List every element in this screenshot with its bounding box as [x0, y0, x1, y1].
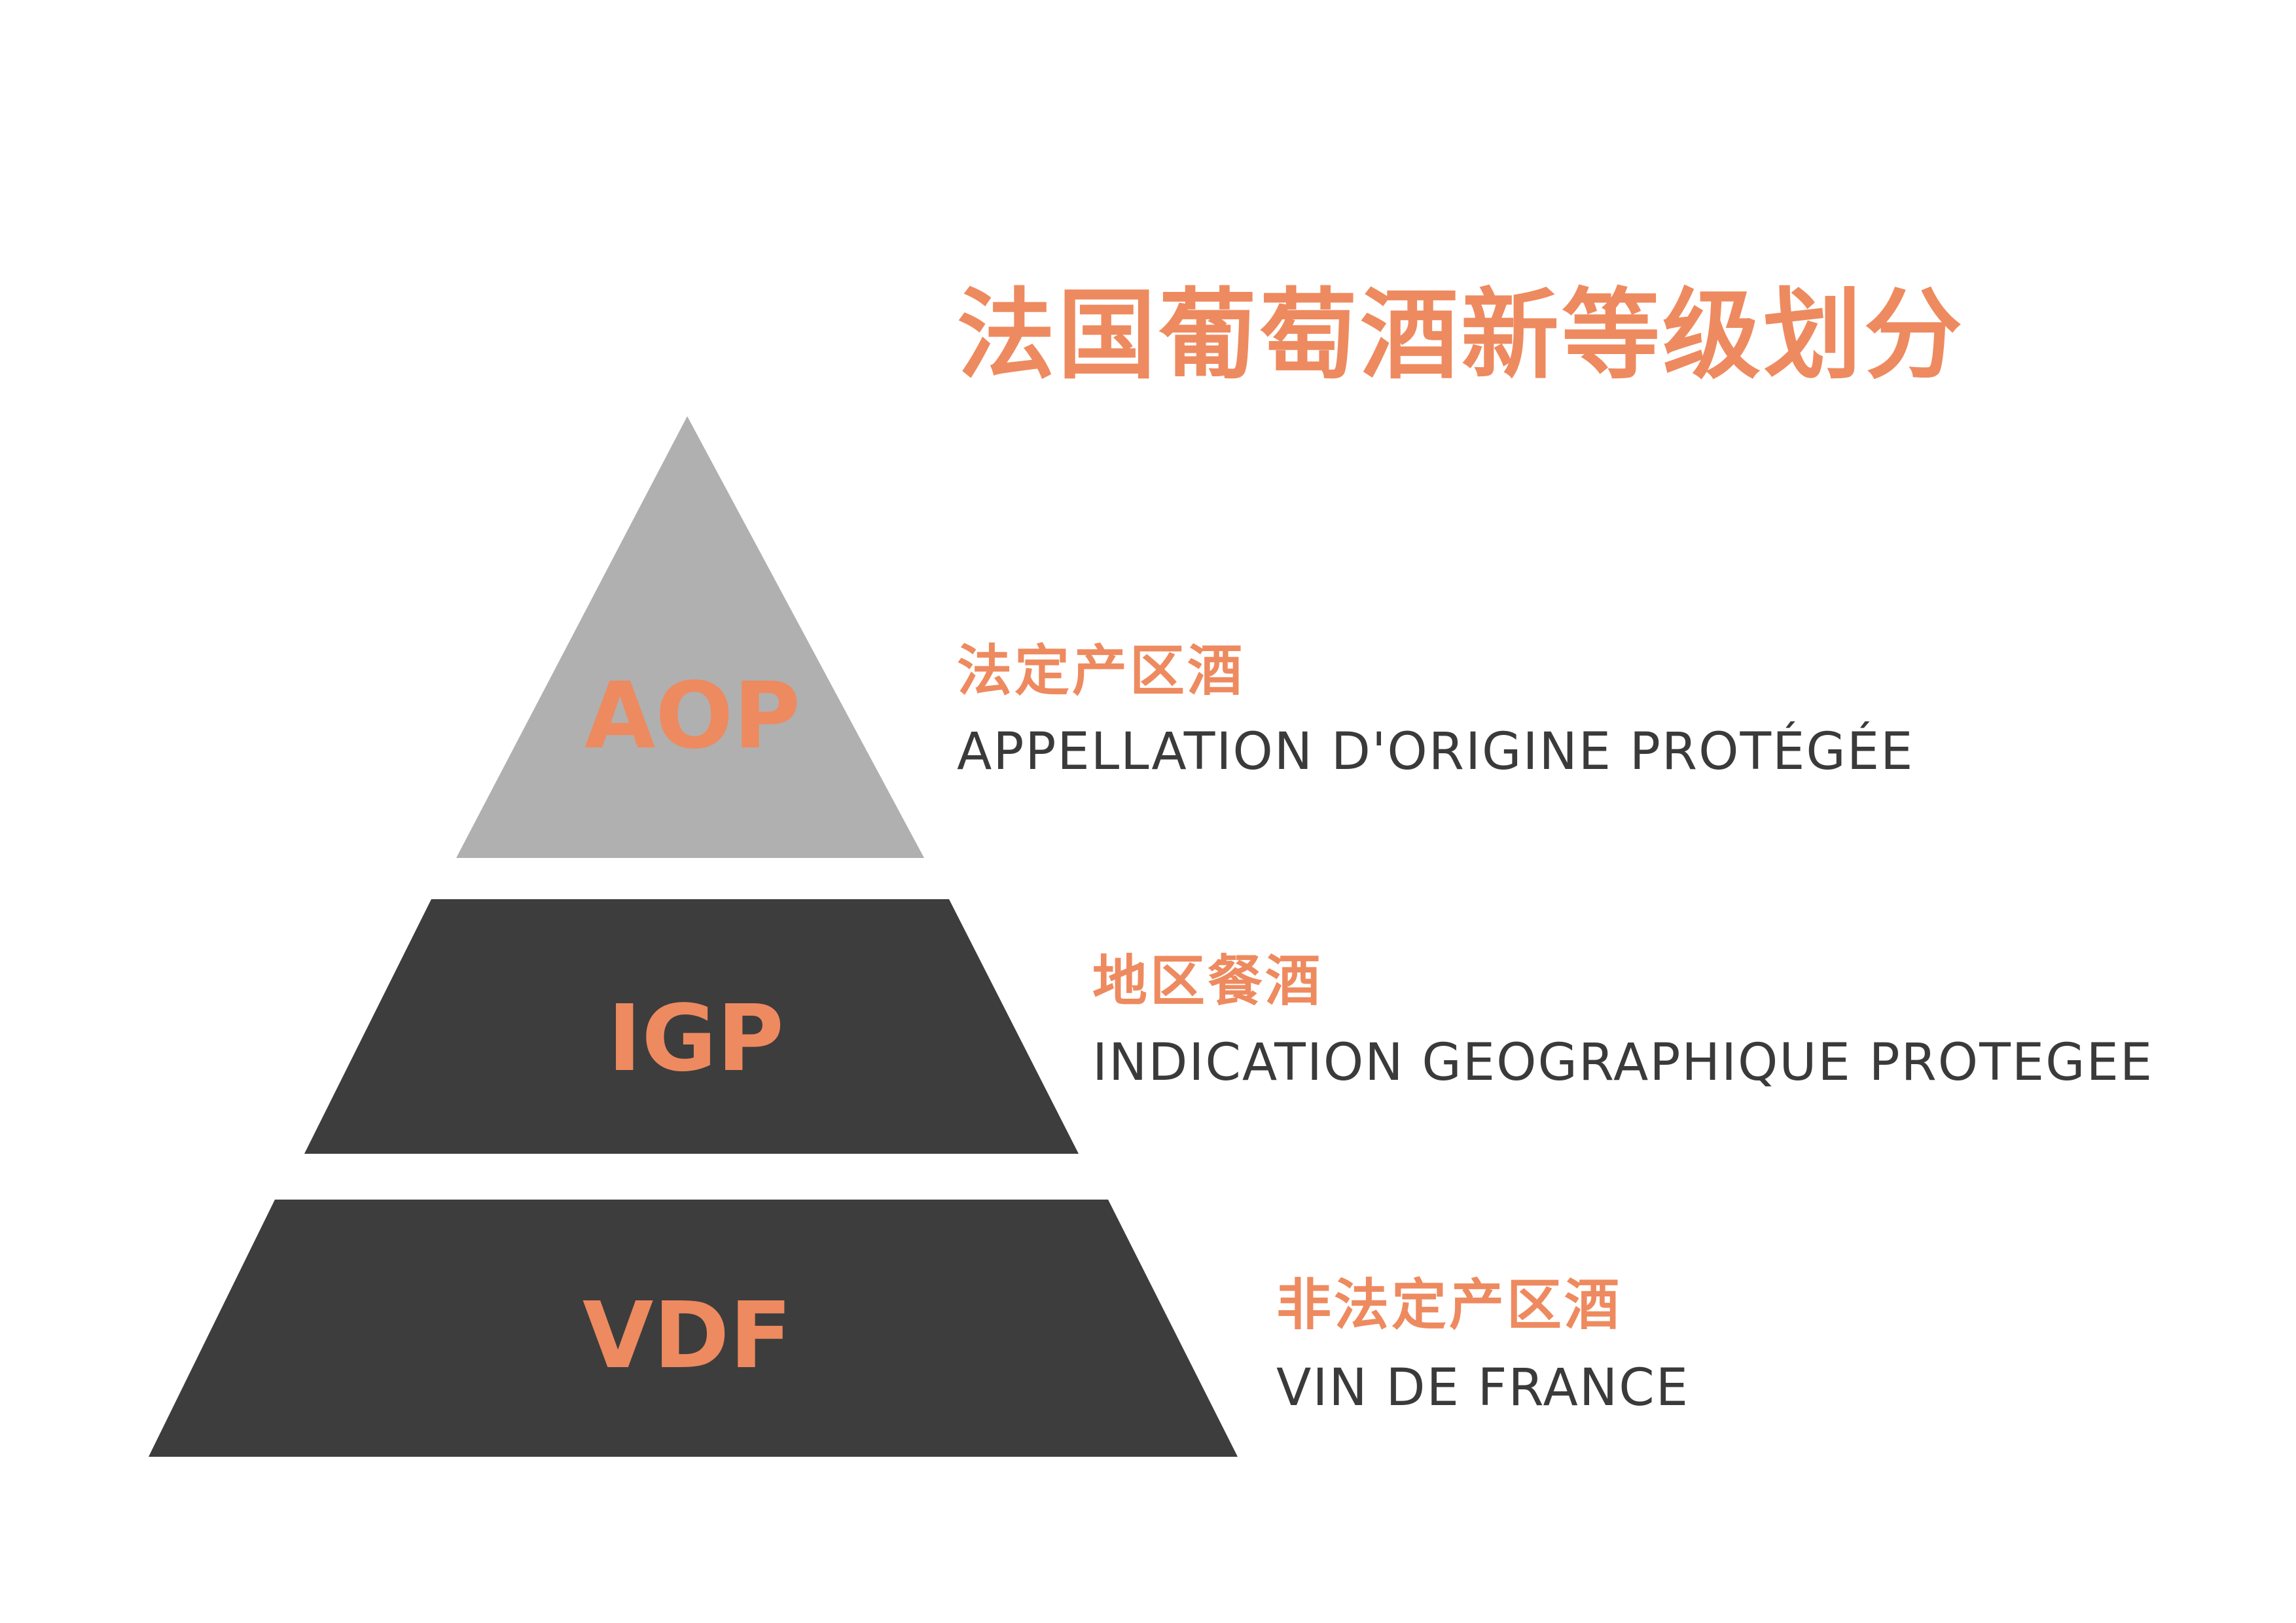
igp-chinese-name: 地区餐酒 — [1092, 949, 1323, 1013]
tier-label-igp: IGP — [607, 986, 784, 1092]
vdf-chinese-name: 非法定产区酒 — [1276, 1273, 1623, 1337]
tier-label-vdf: VDF — [582, 1283, 793, 1389]
pyramid-tier-igp — [304, 899, 1079, 1154]
pyramid-tier-vdf — [149, 1200, 1238, 1457]
page-title: 法国葡萄酒新等级划分 — [957, 279, 1965, 393]
igp-full-name: INDICATION GEOGRAPHIQUE PROTEGEE — [1092, 1033, 2154, 1092]
aop-chinese-name: 法定产区酒 — [957, 639, 1246, 703]
pyramid-tier-aop — [456, 416, 924, 858]
tier-label-aop: AOP — [584, 663, 800, 770]
aop-full-name: APPELLATION D'ORIGINE PROTÉGÉE — [957, 722, 1914, 781]
vdf-full-name: VIN DE FRANCE — [1276, 1359, 1689, 1418]
